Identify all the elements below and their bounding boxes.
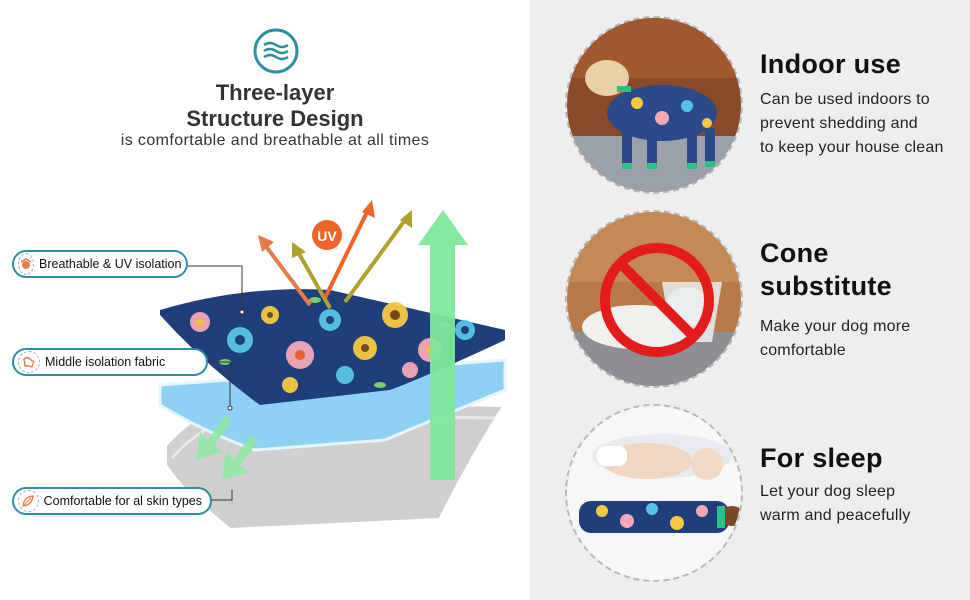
leader-line-3 <box>212 490 233 501</box>
layer-diagram: UV <box>158 200 509 533</box>
feature-sleep-desc-2: warm and peacefully <box>760 507 911 524</box>
uv-ray-2 <box>296 251 332 309</box>
callout-breathable-label: Breathable & UV isolation <box>39 257 182 271</box>
callout-breathable: Breathable & UV isolation <box>12 250 188 278</box>
feature-sleep-title: For sleep <box>760 443 883 473</box>
feature-cone-title-1: Cone <box>760 238 829 268</box>
sun-shield-icon <box>18 253 34 275</box>
top-floral-layer <box>160 289 505 405</box>
leader-line-1 <box>188 265 243 312</box>
dog-onesie <box>579 501 729 533</box>
leaf-icon <box>18 490 39 512</box>
leader-line-2 <box>208 361 231 408</box>
title-line-2: Structure Design <box>186 106 364 131</box>
feature-photo-indoor <box>565 16 743 194</box>
feature-photo-cone <box>565 210 743 388</box>
feature-cone-desc-2: comfortable <box>760 342 846 359</box>
uv-badge <box>312 220 342 250</box>
uv-ray-3 <box>323 209 370 299</box>
layers-icon <box>253 28 299 74</box>
uv-ray-1 <box>263 243 312 307</box>
callout-middle-fabric-label: Middle isolation fabric <box>45 355 166 369</box>
feature-cone-title-2: substitute <box>760 271 893 301</box>
feature-indoor-title: Indoor use <box>760 49 902 79</box>
feature-indoor-desc-3: to keep your house clean <box>760 139 944 156</box>
dog-head <box>720 506 741 526</box>
feature-sleep-desc-1: Let your dog sleep <box>760 483 896 500</box>
down-arrow-2 <box>222 435 258 480</box>
feature-indoor-desc-2: prevent shedding and <box>760 115 918 132</box>
callout-comfortable-label: Comfortable for al skin types <box>43 494 202 508</box>
title-line-1: Three-layer <box>215 80 335 105</box>
subtitle: is comfortable and breathable at all tim… <box>120 132 430 149</box>
feature-indoor-desc-1: Can be used indoors to <box>760 91 930 108</box>
callout-middle-fabric: Middle isolation fabric <box>12 348 208 376</box>
floral-pattern <box>190 297 475 393</box>
breathable-up-arrow <box>418 210 468 480</box>
prohibited-icon <box>600 243 714 357</box>
fabric-icon <box>18 351 40 373</box>
feature-photo-sleep <box>565 404 743 582</box>
baby-head <box>691 448 723 480</box>
uv-badge-label: UV <box>317 228 337 244</box>
feature-cone-desc-1: Make your dog more <box>760 318 911 335</box>
down-arrow-1 <box>196 415 232 460</box>
uv-ray-4 <box>343 218 407 304</box>
callout-comfortable: Comfortable for al skin types <box>12 487 212 515</box>
